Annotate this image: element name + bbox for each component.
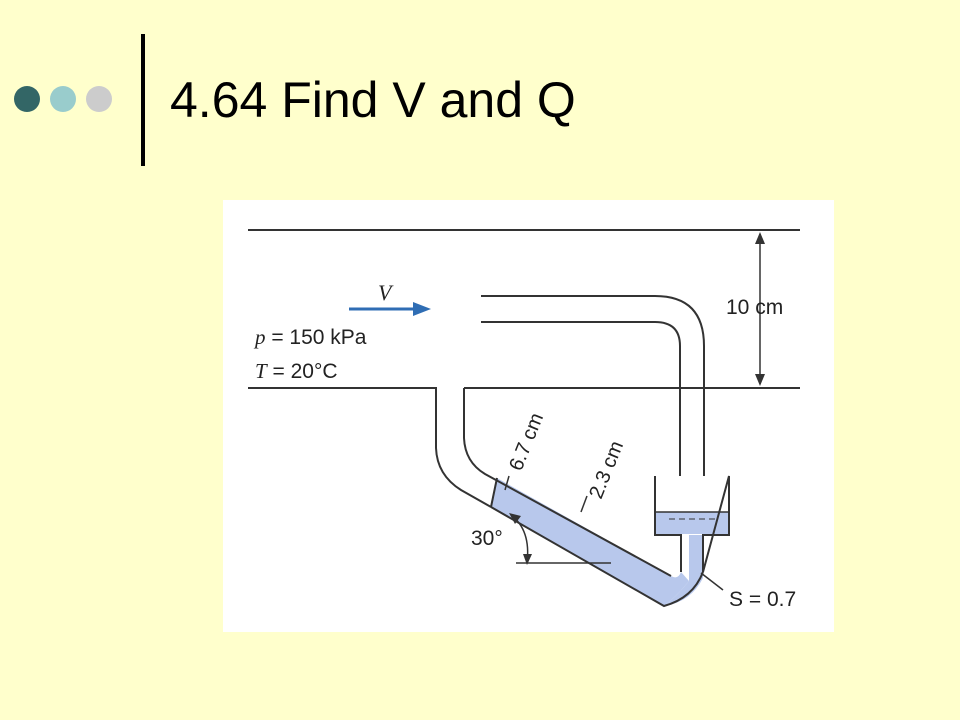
bullet-dot-teal [50, 86, 76, 112]
height-arrow-top [755, 232, 765, 244]
reservoir-fluid [655, 512, 729, 534]
specific-gravity-label: S = 0.7 [729, 588, 796, 611]
title-bullets [14, 86, 112, 112]
pitot-tube-inner [481, 321, 681, 476]
angle-arrow-bottom [523, 554, 532, 565]
dim-2-3-tick [580, 495, 588, 513]
velocity-label: V [378, 280, 394, 305]
pressure-label: p = 150 kPa [253, 325, 367, 349]
inclined-tube-outer [490, 506, 704, 608]
dim-2-3-label: 2.3 cm [585, 438, 628, 502]
height-label: 10 cm [726, 296, 783, 319]
velocity-arrowhead [413, 302, 431, 316]
dim-6-7-tick [504, 475, 510, 491]
manometer-diagram: V p = 150 kPa T = 20°C 10 cm 6.7 cm 2.3 … [248, 229, 800, 611]
pressure-var: p [253, 325, 266, 349]
temperature-label: T = 20°C [255, 359, 338, 383]
inclined-tube-inner [463, 388, 672, 577]
title-divider [141, 34, 145, 166]
temperature-var: T [255, 359, 268, 383]
dim-6-7-label: 6.7 cm [505, 410, 548, 474]
bullet-dot-gray [86, 86, 112, 112]
angle-label: 30° [471, 527, 503, 550]
angle-arrow-top [509, 513, 521, 524]
manometer-fluid [491, 507, 703, 606]
slide-title: 4.64 Find V and Q [170, 72, 576, 128]
temperature-value: = 20°C [267, 360, 338, 383]
reservoir-outline [654, 475, 730, 573]
sg-leader-line [700, 572, 724, 591]
inclined-fluid-band [491, 478, 689, 606]
bullet-dot-dark [14, 86, 40, 112]
fluid-interface-line [490, 477, 498, 508]
pressure-value: = 150 kPa [266, 326, 367, 349]
manometer-figure: V p = 150 kPa T = 20°C 10 cm 6.7 cm 2.3 … [223, 200, 834, 632]
pitot-tube-outer [481, 295, 705, 476]
height-arrow-bottom [755, 374, 765, 386]
duct-bottom-wall-left [248, 387, 492, 508]
